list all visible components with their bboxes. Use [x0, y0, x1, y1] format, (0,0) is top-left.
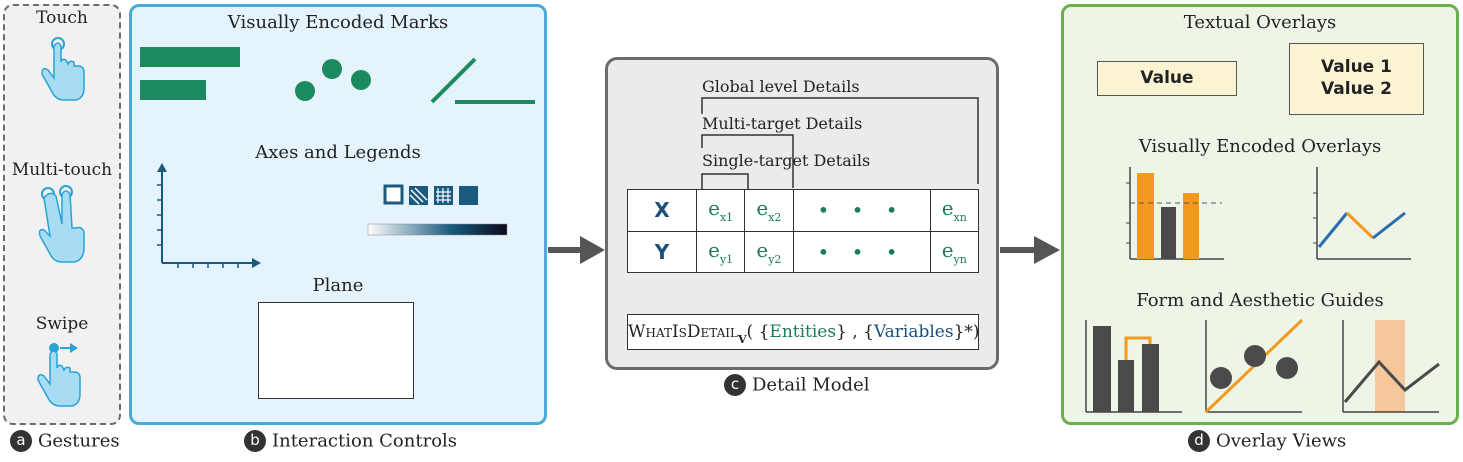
plane-title: Plane [312, 275, 364, 296]
multi-touch-hand-icon [38, 185, 85, 263]
detail-caption-text: Detail Model [752, 374, 870, 396]
mark-bar-long [140, 47, 240, 67]
swipe-hand-icon [37, 343, 81, 407]
interaction-tag-badge: b [244, 430, 266, 452]
guide-bar-1 [1093, 326, 1111, 412]
marks-illustration [140, 47, 535, 104]
gestures-tag-badge: a [10, 430, 32, 452]
overlay-caption: d Overlay Views [1188, 430, 1346, 452]
global-bracket [701, 97, 979, 184]
detail-level-brackets [701, 97, 979, 189]
textual-overlays-title: Textual Overlays [1183, 12, 1337, 33]
what-is-detail-formula: WhatIsDetailV( {Entities} , {Variables}*… [627, 314, 980, 350]
overlay-line-seg-1 [1317, 212, 1349, 248]
table-cell: ey1 [695, 230, 746, 273]
table-cell: ex1 [695, 189, 746, 232]
value-1-text: Value 1 [1321, 57, 1392, 77]
touch-hand-icon [41, 37, 85, 101]
bar-guide-illustration [1085, 320, 1182, 413]
detail-model-caption: c Detail Model [724, 374, 869, 396]
form-aesthetic-guides-title: Form and Aesthetic Guides [1136, 290, 1384, 311]
arrow-b-to-c [548, 236, 605, 264]
mark-dot-3 [351, 70, 371, 90]
guide-bar-3 [1142, 344, 1159, 412]
visually-encoded-overlays-title: Visually Encoded Overlays [1138, 136, 1382, 157]
legend-swatch-hatched [409, 186, 428, 205]
table-cell-ellipsis: • • • [792, 230, 931, 273]
interaction-caption-text: Interaction Controls [272, 430, 458, 452]
row-label-y: Y [627, 230, 697, 273]
table-row-x: X ex1 ex2 • • • exn [627, 189, 980, 232]
line-overlay-illustration [1313, 167, 1411, 260]
guide-line-series [1343, 359, 1440, 403]
visually-encoded-marks-title: Visually Encoded Marks [227, 12, 449, 33]
axes-and-legends-title: Axes and Legends [255, 142, 421, 163]
overlay-tag-badge: d [1188, 430, 1210, 452]
overlay-bar-dark [1161, 207, 1176, 259]
arrow-c-to-d [1000, 236, 1060, 264]
guide-point-1 [1210, 367, 1232, 389]
row-label-x: X [627, 189, 697, 232]
value-overlay-multi: Value 1 Value 2 [1289, 43, 1424, 115]
entity-variable-table: X ex1 ex2 • • • exn Y ey1 ey2 • • • eyn [627, 189, 980, 273]
gesture-touch-label: Touch [36, 8, 88, 28]
axes-illustration [157, 163, 261, 268]
gestures-caption-text: Gestures [38, 430, 120, 452]
mark-bar-short [140, 80, 206, 100]
band-guide-illustration [1342, 320, 1440, 413]
guide-bar-2 [1118, 360, 1134, 412]
legend-illustration [367, 184, 508, 236]
overlay-line-seg-3 [1372, 211, 1406, 240]
table-row-y: Y ey1 ey2 • • • eyn [627, 230, 980, 273]
interaction-caption: b Interaction Controls [244, 430, 457, 452]
mark-dot-2 [322, 59, 342, 79]
overlay-bar-orange-1 [1137, 173, 1154, 259]
detail-tag-badge: c [724, 374, 746, 396]
scatter-guide-illustration [1204, 318, 1304, 414]
plane-rectangle [258, 302, 414, 399]
legend-swatch-empty [383, 184, 404, 205]
table-cell: ex2 [744, 189, 794, 232]
table-cell: ey2 [744, 230, 794, 273]
overlay-bar-orange-2 [1183, 193, 1199, 259]
table-cell-ellipsis: • • • [792, 189, 931, 232]
gestures-caption: a Gestures [10, 430, 120, 452]
gesture-multitouch-label: Multi-touch [11, 160, 113, 180]
table-cell: exn [929, 189, 980, 232]
value-overlay-single: Value [1097, 61, 1237, 96]
mark-line-diagonal [430, 57, 477, 104]
guide-point-3 [1276, 357, 1298, 379]
guide-connector [1124, 336, 1152, 360]
table-cell: eyn [929, 230, 980, 273]
guide-highlight-band [1375, 320, 1405, 412]
multi-target-details-label: Multi-target Details [702, 114, 863, 133]
overlay-caption-text: Overlay Views [1216, 430, 1347, 452]
bar-overlay-illustration [1126, 167, 1224, 260]
gesture-swipe-label: Swipe [35, 314, 89, 334]
multi-target-bracket [701, 134, 794, 188]
single-target-bracket [701, 173, 749, 189]
mark-dot-1 [295, 81, 315, 101]
legend-color-ramp [367, 223, 508, 236]
overlay-line-seg-2 [1345, 211, 1375, 240]
legend-swatch-solid [459, 186, 478, 205]
guide-point-2 [1244, 345, 1266, 367]
global-level-details-label: Global level Details [702, 77, 860, 96]
single-target-details-label: Single-target Details [702, 151, 871, 170]
value-2-text: Value 2 [1321, 79, 1392, 99]
